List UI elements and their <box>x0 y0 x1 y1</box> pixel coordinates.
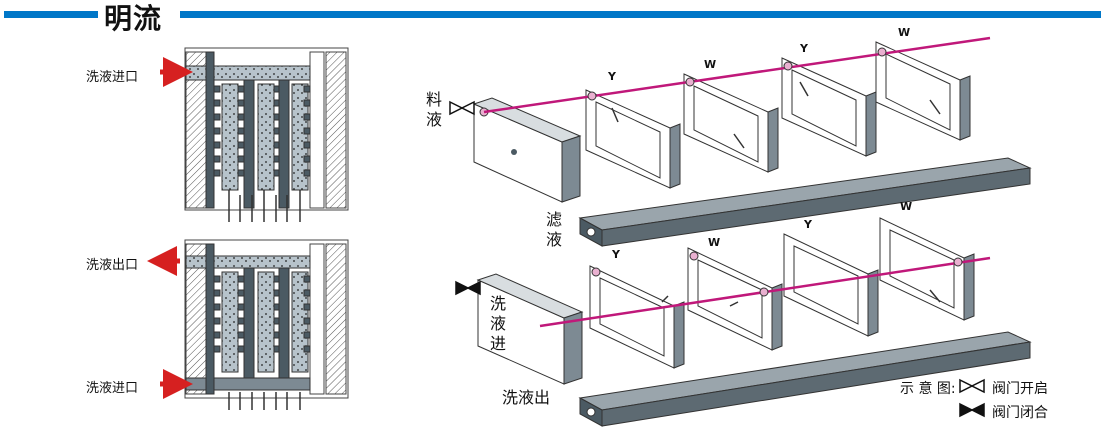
label-wash-outlet: 洗液出口 <box>86 258 139 273</box>
header-bar: 明流 <box>0 0 1105 35</box>
label-feed-2: 液 <box>426 110 443 129</box>
label-wash-inlet-top: 洗液进口 <box>86 70 139 85</box>
plate-tag-bottom-2: W <box>708 236 721 249</box>
plate-tag-bottom-4: W <box>900 200 913 213</box>
filter-press-bottom <box>476 217 1032 427</box>
label-wash-out: 洗液出 <box>502 388 551 407</box>
legend-valve-open-icon <box>959 378 985 394</box>
cross-section-bottom <box>147 239 349 410</box>
plate-tag-top-4: W <box>898 26 911 39</box>
label-wash-in-2: 液 <box>490 314 507 333</box>
label-wash-in-1: 洗 <box>490 294 507 313</box>
header-rule-left <box>4 11 98 18</box>
label-feed-1: 料 <box>426 90 443 109</box>
plate-tag-top-2: W <box>704 58 717 71</box>
plate-tag-top-3: Y <box>800 42 808 55</box>
filter-press-top <box>472 36 1032 247</box>
label-wash-inlet-bottom: 洗液进口 <box>86 381 139 396</box>
label-filtrate-2: 液 <box>546 230 563 249</box>
page-title: 明流 <box>104 2 163 35</box>
valve-closed-icon <box>455 280 481 296</box>
legend-open-label: 阀门开启 <box>992 381 1048 397</box>
legend-title: 示 意 图: <box>900 381 956 397</box>
legend-closed-label: 阀门闭合 <box>992 405 1048 421</box>
header-rule-right <box>180 11 1101 18</box>
label-wash-in-3: 进 <box>490 334 507 353</box>
plate-tag-bottom-3: Y <box>804 218 812 231</box>
legend-valve-closed-icon <box>959 402 985 418</box>
valve-open-icon <box>449 100 475 116</box>
cross-section-top <box>160 47 349 222</box>
label-filtrate-1: 滤 <box>546 210 563 229</box>
plate-tag-top-1: Y <box>608 70 616 83</box>
plate-tag-bottom-1: Y <box>612 248 620 261</box>
